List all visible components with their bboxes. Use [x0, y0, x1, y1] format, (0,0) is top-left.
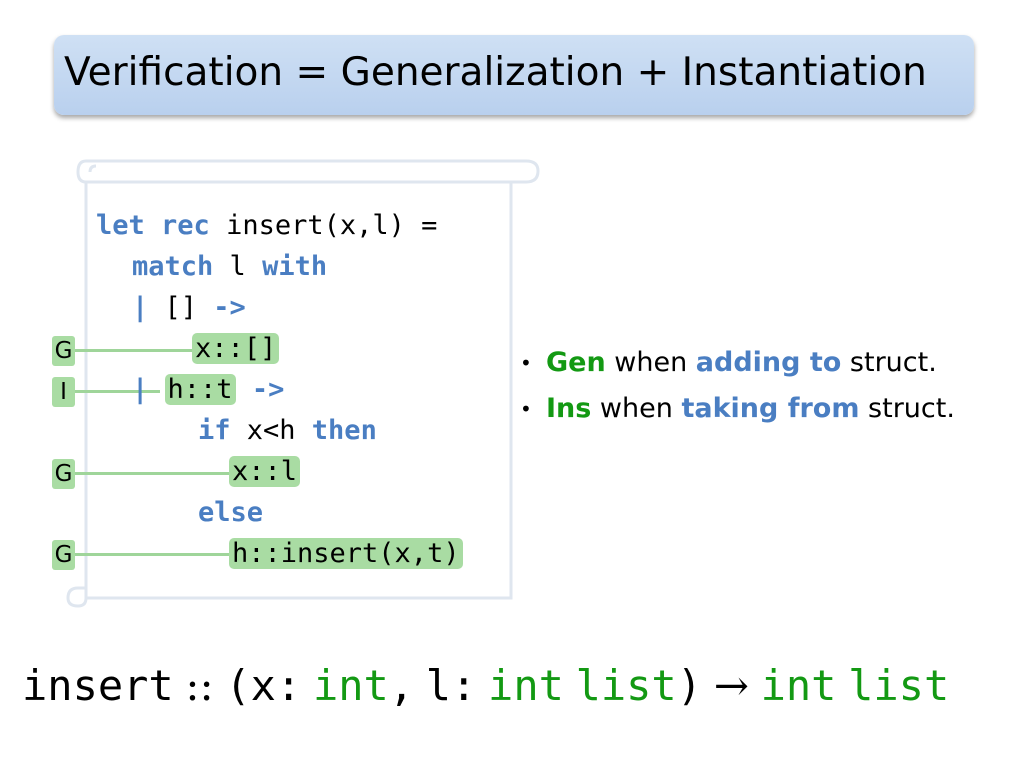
keyword: with [262, 251, 328, 282]
highlighted-expr: h::insert(x,t) [229, 538, 463, 569]
code-line-5: | h::t -> [132, 371, 284, 409]
type-signature: insert :: (x: int, l: int list) → int li… [22, 660, 949, 712]
keyword: then [311, 415, 377, 446]
arrow-icon: → [713, 661, 749, 710]
keyword: match [132, 251, 214, 282]
bullet-text: when [605, 347, 696, 378]
ins-tag: I [52, 377, 75, 407]
gen-tag: G [52, 336, 75, 366]
code-line-3: | [] -> [132, 289, 246, 327]
gen-tag: G [52, 459, 75, 489]
bullet-text: when [591, 393, 682, 424]
keyword: -> [251, 374, 285, 405]
slide-title: Verification = Generalization + Instanti… [64, 50, 927, 95]
gen-tag: G [52, 540, 75, 570]
paren: ) [676, 661, 703, 710]
paren: ( [225, 661, 251, 710]
keyword: -> [213, 292, 246, 323]
bullet-text: struct. [841, 347, 937, 378]
bullet-icon: • [520, 397, 532, 421]
keyword: if [198, 415, 231, 446]
highlighted-expr: x::[] [192, 333, 280, 364]
keyword: else [198, 497, 264, 528]
code-line-8: else [198, 494, 263, 532]
code-line-9: h::insert(x,t) [229, 535, 463, 573]
bullet-term: Ins [546, 393, 592, 424]
connector-line [75, 472, 230, 475]
type-name: list [848, 661, 950, 710]
type-name: int [488, 661, 564, 710]
code-line-2: match l with [132, 248, 327, 286]
bullet-emphasis: adding to [695, 347, 842, 378]
title-banner: Verification = Generalization + Instanti… [54, 35, 974, 115]
function-name: insert [22, 661, 174, 710]
param-name: x [250, 661, 276, 710]
keyword: | [132, 292, 149, 323]
code-line-1: let rec insert(x,l) = [96, 207, 437, 245]
bullet-emphasis: taking from [681, 393, 860, 424]
type-name: int [312, 661, 389, 710]
code-line-6: if x<h then [198, 412, 377, 450]
keyword: let [96, 210, 145, 241]
connector-line [75, 349, 195, 352]
code-text: x<h [230, 415, 312, 446]
keyword: rec [161, 210, 210, 241]
code-line-4: x::[] [192, 330, 280, 368]
has-type-symbol: :: [185, 661, 214, 710]
code-text: insert(x,l) = [226, 210, 438, 241]
highlighted-pattern: h::t [164, 374, 236, 405]
comma: , [388, 661, 415, 710]
connector-line [75, 553, 230, 556]
type-name: list [575, 661, 677, 710]
type-name: int [760, 661, 837, 710]
highlighted-expr: x::l [229, 456, 301, 487]
bullet-item: • Gen when adding to struct. [520, 340, 955, 386]
bullet-term: Gen [546, 347, 606, 378]
bullet-icon: • [520, 351, 532, 375]
keyword: | [132, 374, 149, 405]
colon: : [275, 661, 302, 710]
bullet-list: • Gen when adding to struct. • Ins when ta… [520, 340, 955, 432]
scroll-panel [66, 159, 540, 608]
code-text: l [213, 251, 263, 282]
bullet-text: struct. [859, 393, 955, 424]
colon: : [451, 661, 477, 710]
bullet-item: • Ins when taking from struct. [520, 386, 955, 432]
code-line-7: x::l [229, 453, 301, 491]
code-text: [] [148, 292, 214, 323]
param-name: l [425, 661, 452, 710]
connector-line [75, 390, 160, 393]
